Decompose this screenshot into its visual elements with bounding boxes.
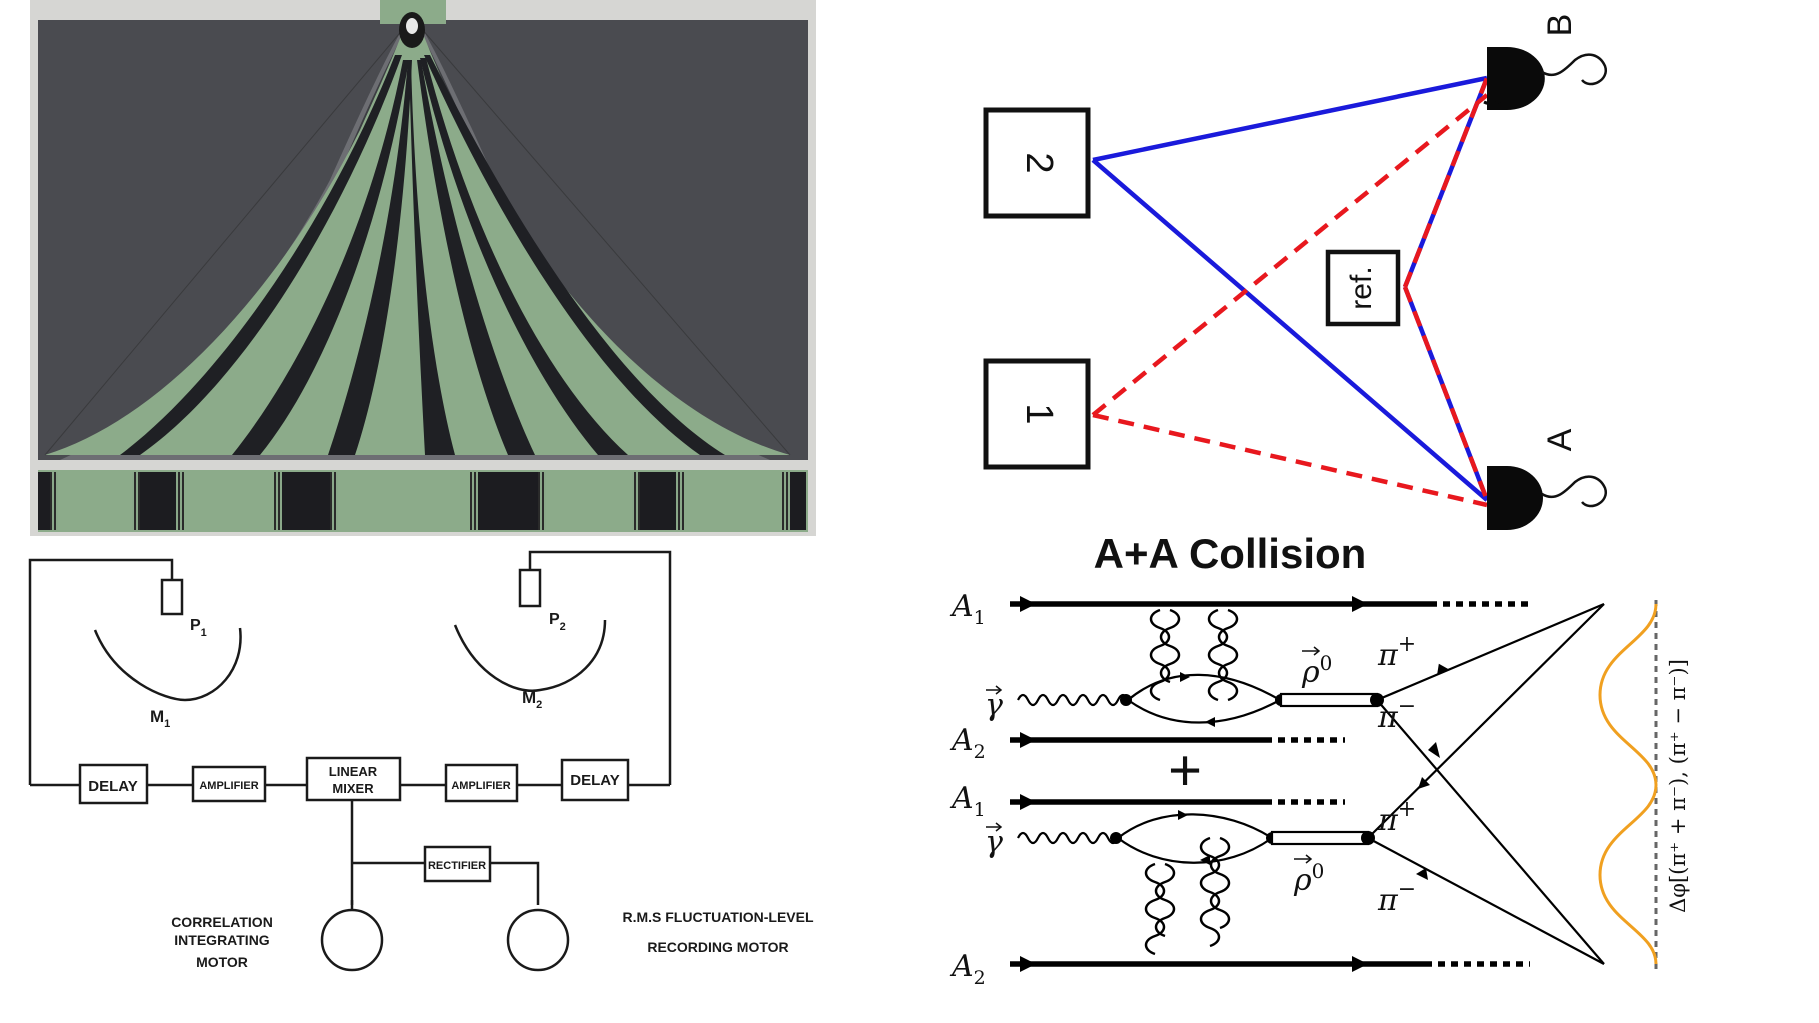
amplifier-left-label: AMPLIFIER	[199, 780, 258, 792]
rho-upper	[1279, 692, 1379, 708]
phi-axis-label: Δφ[(π⁺ + π⁻), (π⁺ − π⁻)]	[1666, 659, 1690, 913]
linear-mixer-label-1: LINEAR	[329, 764, 378, 779]
a1-mid-label: A1	[949, 781, 986, 821]
detector-b-wire	[1541, 53, 1608, 86]
rho-upper-label: ρ0	[1301, 651, 1332, 690]
plus-sign: +	[1168, 738, 1202, 803]
correlation-label-2: INTEGRATING	[174, 932, 270, 948]
loop-lower-top	[1117, 813, 1273, 839]
pi-plus-lower	[1367, 603, 1605, 839]
gamma-lower-label: γ	[985, 825, 1003, 860]
mirror-m1	[93, 627, 242, 702]
fringe-stripes	[100, 55, 725, 455]
detector-b-label: B	[1541, 14, 1579, 37]
m2-label: M2	[522, 688, 542, 711]
correlation-label-1: CORRELATION	[171, 914, 273, 930]
pi-minus-upper-label: π−	[1377, 694, 1416, 735]
linear-mixer-label-2: MIXER	[332, 781, 374, 796]
detector-a-wire	[1541, 475, 1608, 508]
gluons-lower	[1144, 836, 1231, 956]
amplifier-right-box	[444, 763, 519, 803]
ref-label: ref.	[1345, 266, 1378, 309]
circuit-diagram	[28, 550, 672, 972]
hbt-diagram: 2 1 ref. B A	[983, 14, 1608, 530]
loop-upper-top	[1127, 673, 1281, 701]
delay-right-label: DELAY	[570, 772, 619, 789]
interference-illustration	[30, 0, 816, 536]
wire-right-top	[528, 550, 672, 785]
p1-label: P1	[190, 617, 207, 639]
pi-plus-upper	[1376, 602, 1605, 702]
a1-top-label: A1	[949, 589, 986, 629]
correlation-motor	[320, 908, 384, 972]
amplifier-right-label: AMPLIFIER	[451, 780, 510, 792]
detector-b	[1487, 47, 1545, 110]
linear-mixer-box	[305, 756, 402, 802]
gamma-upper-label: γ	[985, 688, 1003, 723]
pi-minus-lower	[1367, 837, 1605, 965]
pi-plus-lower-label: π+	[1377, 797, 1416, 838]
delay-left-box	[78, 763, 149, 805]
source-2-label: 2	[1018, 152, 1060, 173]
phi-distribution-curve	[1598, 603, 1658, 965]
a2-bot-label: A2	[949, 949, 986, 989]
delay-left-label: DELAY	[88, 778, 137, 795]
collision-title: A+A Collision	[1094, 530, 1367, 577]
rms-label-1: R.M.S FLUCTUATION-LEVEL	[622, 909, 814, 925]
source-2-box	[983, 107, 1091, 219]
collision-diagram: A+A Collision	[949, 530, 1690, 989]
pi-minus-upper	[1376, 699, 1605, 965]
mirror-m2	[453, 619, 607, 692]
loop-lower-bot	[1117, 837, 1273, 864]
amplifier-left-box	[191, 765, 267, 803]
rho-lower-label: ρ0	[1293, 859, 1324, 898]
rms-label-2: RECORDING MOTOR	[647, 939, 788, 955]
photodetector-p2	[518, 568, 542, 608]
delay-right-box	[560, 758, 630, 802]
loop-upper-bot	[1127, 699, 1281, 724]
a2-mid-label: A2	[949, 723, 986, 763]
photon-lower	[1017, 831, 1119, 845]
detector-a	[1487, 466, 1543, 530]
rectifier-label: RECTIFIER	[428, 860, 486, 872]
correlation-label-3: MOTOR	[196, 954, 248, 970]
ref-box	[1325, 249, 1401, 327]
rectifier-box	[423, 845, 492, 883]
wire-left-top	[28, 558, 174, 785]
gluons-upper	[1149, 608, 1239, 702]
detector-a-label: A	[1541, 428, 1579, 451]
source-1-box	[983, 358, 1091, 470]
photon-upper	[1017, 693, 1129, 707]
source-1-label: 1	[1018, 403, 1060, 424]
rms-motor	[506, 908, 570, 972]
p2-label: P2	[549, 611, 566, 633]
pi-plus-upper-label: π+	[1377, 632, 1416, 673]
pi-minus-lower-label: π−	[1377, 877, 1416, 918]
m1-label: M1	[150, 707, 170, 730]
photodetector-p1	[160, 578, 184, 616]
rho-lower	[1270, 830, 1370, 846]
